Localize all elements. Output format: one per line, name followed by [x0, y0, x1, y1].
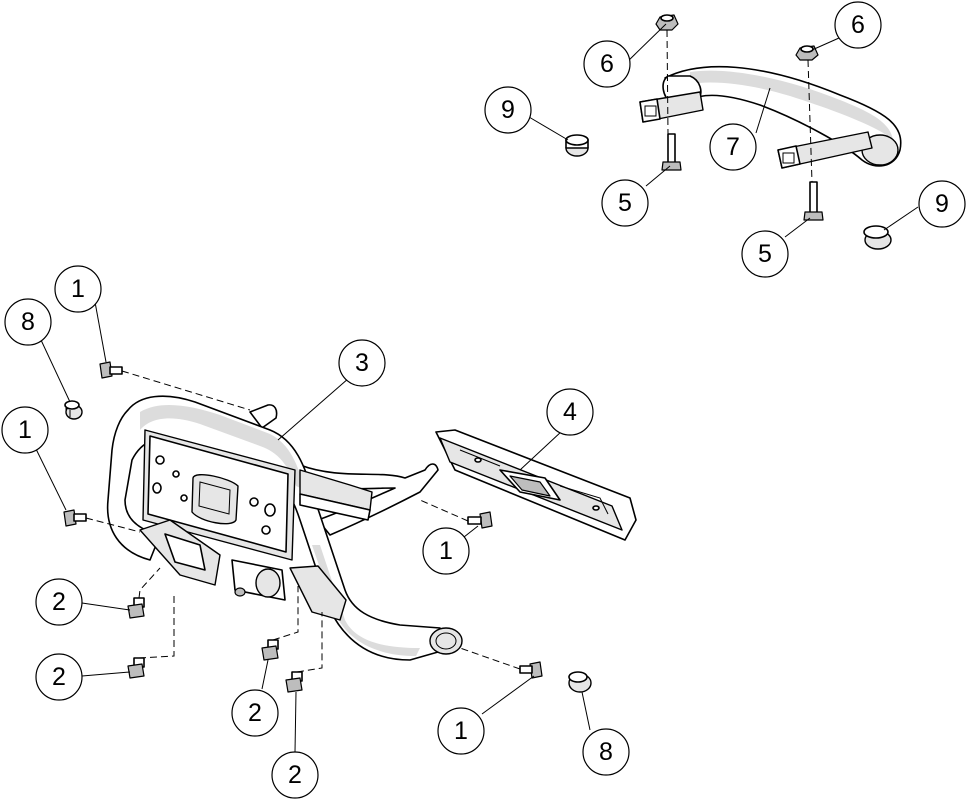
part-1-bolt-c: [467, 511, 493, 529]
callout-8-bottom: 8: [582, 728, 630, 776]
part-6-nut-b: [795, 45, 819, 61]
part-2-bolt-b: [127, 657, 145, 679]
callout-label: 8: [21, 308, 35, 336]
callout-label: 4: [563, 398, 577, 426]
callout-label: 1: [71, 275, 85, 303]
callout-8-top: 8: [4, 298, 52, 346]
part-1-bolt-a: [99, 361, 123, 379]
part-1-bolt-d: [519, 661, 543, 679]
callout-label: 5: [618, 189, 632, 217]
part-8-plug-a: [64, 400, 83, 420]
callout-6-a: 6: [583, 40, 631, 88]
callout-label: 9: [501, 96, 515, 124]
callout-2-b: 2: [35, 653, 83, 701]
callout-label: 5: [758, 240, 772, 268]
part-4-skid-plate: [435, 429, 637, 541]
callout-label: 3: [355, 349, 369, 377]
callout-2-c: 2: [231, 689, 279, 737]
part-9-cap-b: [863, 225, 892, 250]
part-5-bolt-a: [661, 133, 682, 171]
leader-lines: [35, 23, 919, 753]
callout-label: 6: [851, 11, 865, 39]
callout-5-b: 5: [741, 230, 789, 278]
callout-2-a: 2: [35, 578, 83, 626]
callout-1-top: 1: [54, 265, 102, 313]
install-lines-lower: [85, 370, 521, 673]
callout-label: 2: [288, 761, 302, 789]
part-9-cap-a: [565, 134, 589, 157]
callout-9-b: 9: [918, 180, 966, 228]
callout-label: 7: [726, 133, 740, 161]
callout-9-a: 9: [484, 86, 532, 134]
callout-3: 3: [338, 339, 386, 387]
callout-5-a: 5: [601, 179, 649, 227]
callout-label: 6: [600, 50, 614, 78]
part-6-nut-a: [655, 14, 679, 31]
part-2-bolt-d: [285, 671, 303, 693]
install-line-nut-b: [807, 59, 813, 183]
callout-label: 2: [248, 699, 262, 727]
part-2-bolt-a: [127, 597, 145, 619]
part-1-bolt-b: [63, 509, 87, 527]
part-8-plug-b: [568, 671, 592, 693]
callout-label: 2: [52, 588, 66, 616]
callout-label: 1: [18, 416, 32, 444]
callout-label: 1: [454, 717, 468, 745]
callout-2-d: 2: [271, 751, 319, 799]
callout-6-b: 6: [834, 1, 882, 49]
callout-label: 1: [439, 537, 453, 565]
callout-label: 9: [935, 190, 949, 218]
callout-4: 4: [546, 388, 594, 436]
install-line-nut-a: [666, 29, 669, 135]
part-3-front-bumper: [106, 395, 463, 661]
callout-7: 7: [709, 123, 757, 171]
callout-label: 8: [599, 738, 613, 766]
part-2-bolt-c: [261, 639, 279, 661]
callout-1-left: 1: [1, 406, 49, 454]
part-5-bolt-b: [803, 181, 824, 221]
callout-label: 2: [52, 663, 66, 691]
callout-1-middle: 1: [422, 527, 470, 575]
part-7-extension-bar: [639, 65, 902, 169]
callout-1-bottom: 1: [437, 707, 485, 755]
